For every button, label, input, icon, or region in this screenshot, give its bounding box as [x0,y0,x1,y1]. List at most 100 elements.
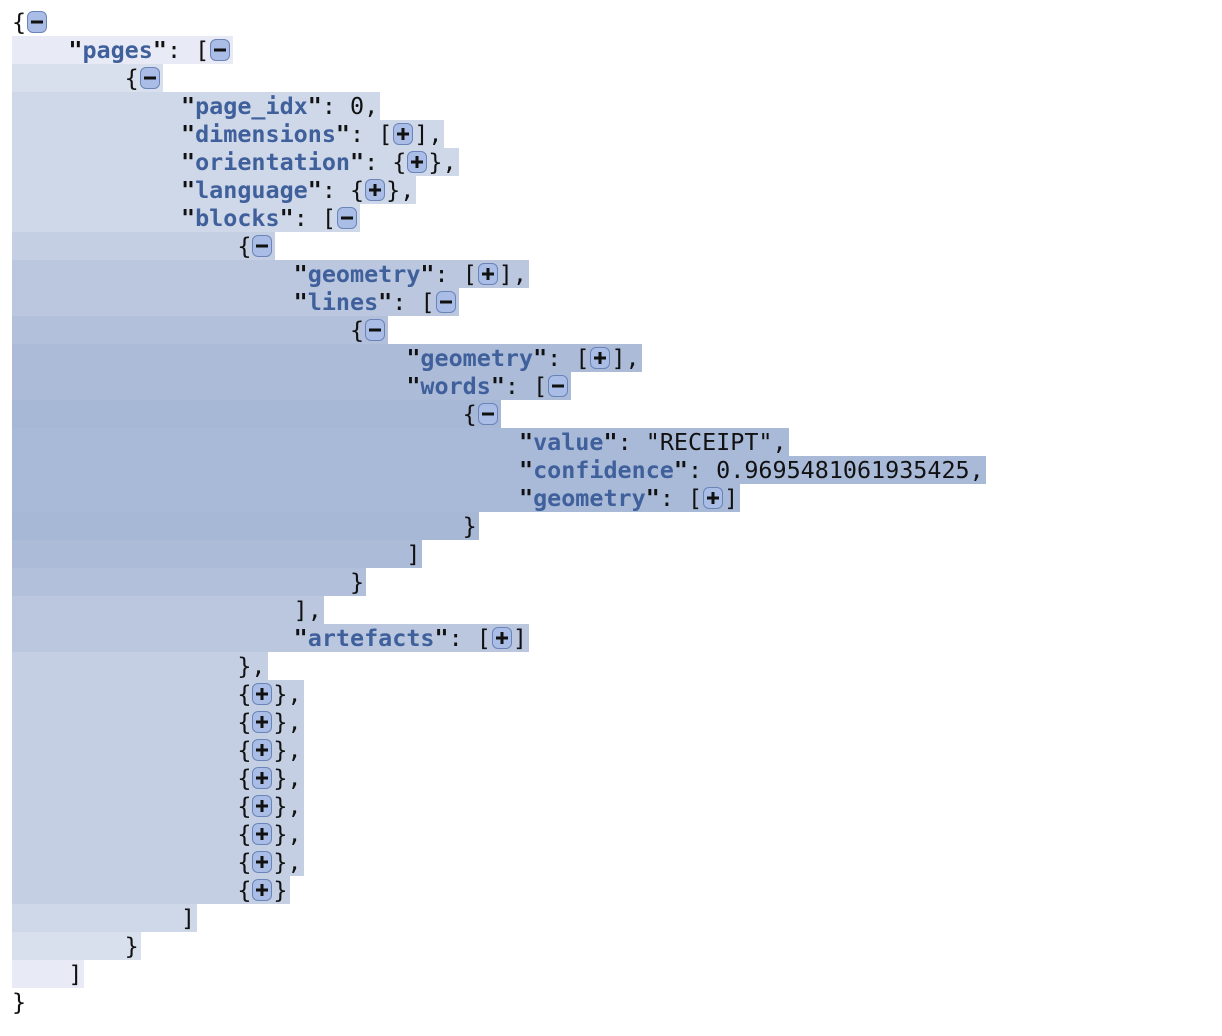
bracket-close: ] [724,484,739,512]
collapse-word-button[interactable] [477,402,498,425]
expand-line-geometry-button[interactable] [590,346,611,369]
brace-close: } [273,848,288,876]
expand-block-geometry-button[interactable] [477,262,498,285]
bracket-close: ] [68,960,83,988]
quote-mark: " [152,36,167,64]
json-line-line-open: { [12,316,986,344]
json-line-collapsed-block: {}, [12,736,986,764]
brace-open: { [392,148,407,176]
key-language: language [195,176,308,204]
json-line-words: "words": [ [12,372,986,400]
brace-open: { [12,8,27,36]
comma: , [307,596,322,624]
comma: , [428,120,443,148]
json-line-collapsed-block: {}, [12,680,986,708]
colon: : [434,260,463,288]
json-line-page-idx: "page_idx": 0, [12,92,986,120]
quote-mark: " [406,344,421,372]
collapse-block-button[interactable] [252,234,273,257]
quote-mark: " [293,288,308,316]
collapse-page-button[interactable] [139,66,160,89]
collapse-blocks-button[interactable] [336,206,357,229]
comma: , [512,260,527,288]
expand-dimensions-button[interactable] [393,122,414,145]
colon: : [321,92,351,120]
colon: : [687,456,717,484]
key-lines: lines [307,288,379,316]
brace-open: { [237,232,252,260]
expand-artefacts-button[interactable] [491,626,512,649]
colon: : [350,120,379,148]
brace-open: { [237,848,252,876]
collapse-root-button[interactable] [27,10,48,33]
quote-mark: " [518,484,534,512]
expand-block-button[interactable] [252,878,273,901]
brace-close: } [12,988,27,1016]
expand-block-button[interactable] [252,850,273,873]
expand-language-button[interactable] [365,178,386,201]
quote-mark: " [645,484,660,512]
expand-block-button[interactable] [252,682,273,705]
key-blocks: blocks [195,204,280,232]
json-line-page-close: } [12,932,986,960]
comma: , [969,456,984,484]
colon: : [504,372,534,400]
brace-open: { [237,792,252,820]
json-line-block-geometry: "geometry": [], [12,260,986,288]
brace-close: } [273,792,288,820]
comma: , [287,736,302,764]
quote-mark: " [533,344,548,372]
expand-block-button[interactable] [252,710,273,733]
quote-mark: " [181,120,196,148]
quote-mark: " [307,92,322,120]
brace-close: } [349,568,365,596]
quote-mark: " [181,92,196,120]
json-line-blocks-close: ] [12,904,986,932]
collapse-words-button[interactable] [548,374,569,397]
brace-close: } [273,876,288,904]
bracket-close: ] [406,540,421,568]
comma: , [287,792,302,820]
quote-mark: " [181,148,196,176]
key-dimensions: dimensions [195,120,336,148]
quote-mark: " [420,260,435,288]
json-line-value: "value": "RECEIPT", [12,428,986,456]
expand-block-button[interactable] [252,738,273,761]
brace-open: { [124,64,139,92]
comma: , [287,680,302,708]
json-line-root: { [12,8,986,36]
expand-orientation-button[interactable] [407,150,428,173]
bracket-open: [ [420,288,435,316]
colon: : [293,204,322,232]
collapse-pages-button[interactable] [210,38,231,61]
brace-open: { [237,764,252,792]
json-line-orientation: "orientation": {}, [12,148,986,176]
colon: : [547,344,576,372]
expand-block-button[interactable] [252,822,273,845]
value-word: "RECEIPT" [645,428,773,456]
colon: : [448,624,477,652]
json-line-lines: "lines": [ [12,288,986,316]
json-line-pages: "pages": [ [12,36,986,64]
brace-open: { [237,876,252,904]
colon: : [166,36,196,64]
json-line-word-geometry: "geometry": [] [12,484,986,512]
brace-close: } [462,512,477,540]
json-line-page-open: { [12,64,986,92]
quote-mark: " [603,428,618,456]
quote-mark: " [307,176,322,204]
collapse-line-button[interactable] [365,318,386,341]
brace-close: } [428,148,443,176]
collapse-lines-button[interactable] [435,290,456,313]
expand-block-button[interactable] [252,794,273,817]
comma: , [287,820,302,848]
expand-block-button[interactable] [252,766,273,789]
comma: , [772,428,787,456]
quote-mark: " [68,36,83,64]
quote-mark: " [406,372,421,400]
quote-mark: " [181,176,196,204]
json-line-collapsed-block: {}, [12,848,986,876]
key-words: words [420,372,491,400]
expand-word-geometry-button[interactable] [703,486,724,509]
bracket-open: [ [462,260,477,288]
